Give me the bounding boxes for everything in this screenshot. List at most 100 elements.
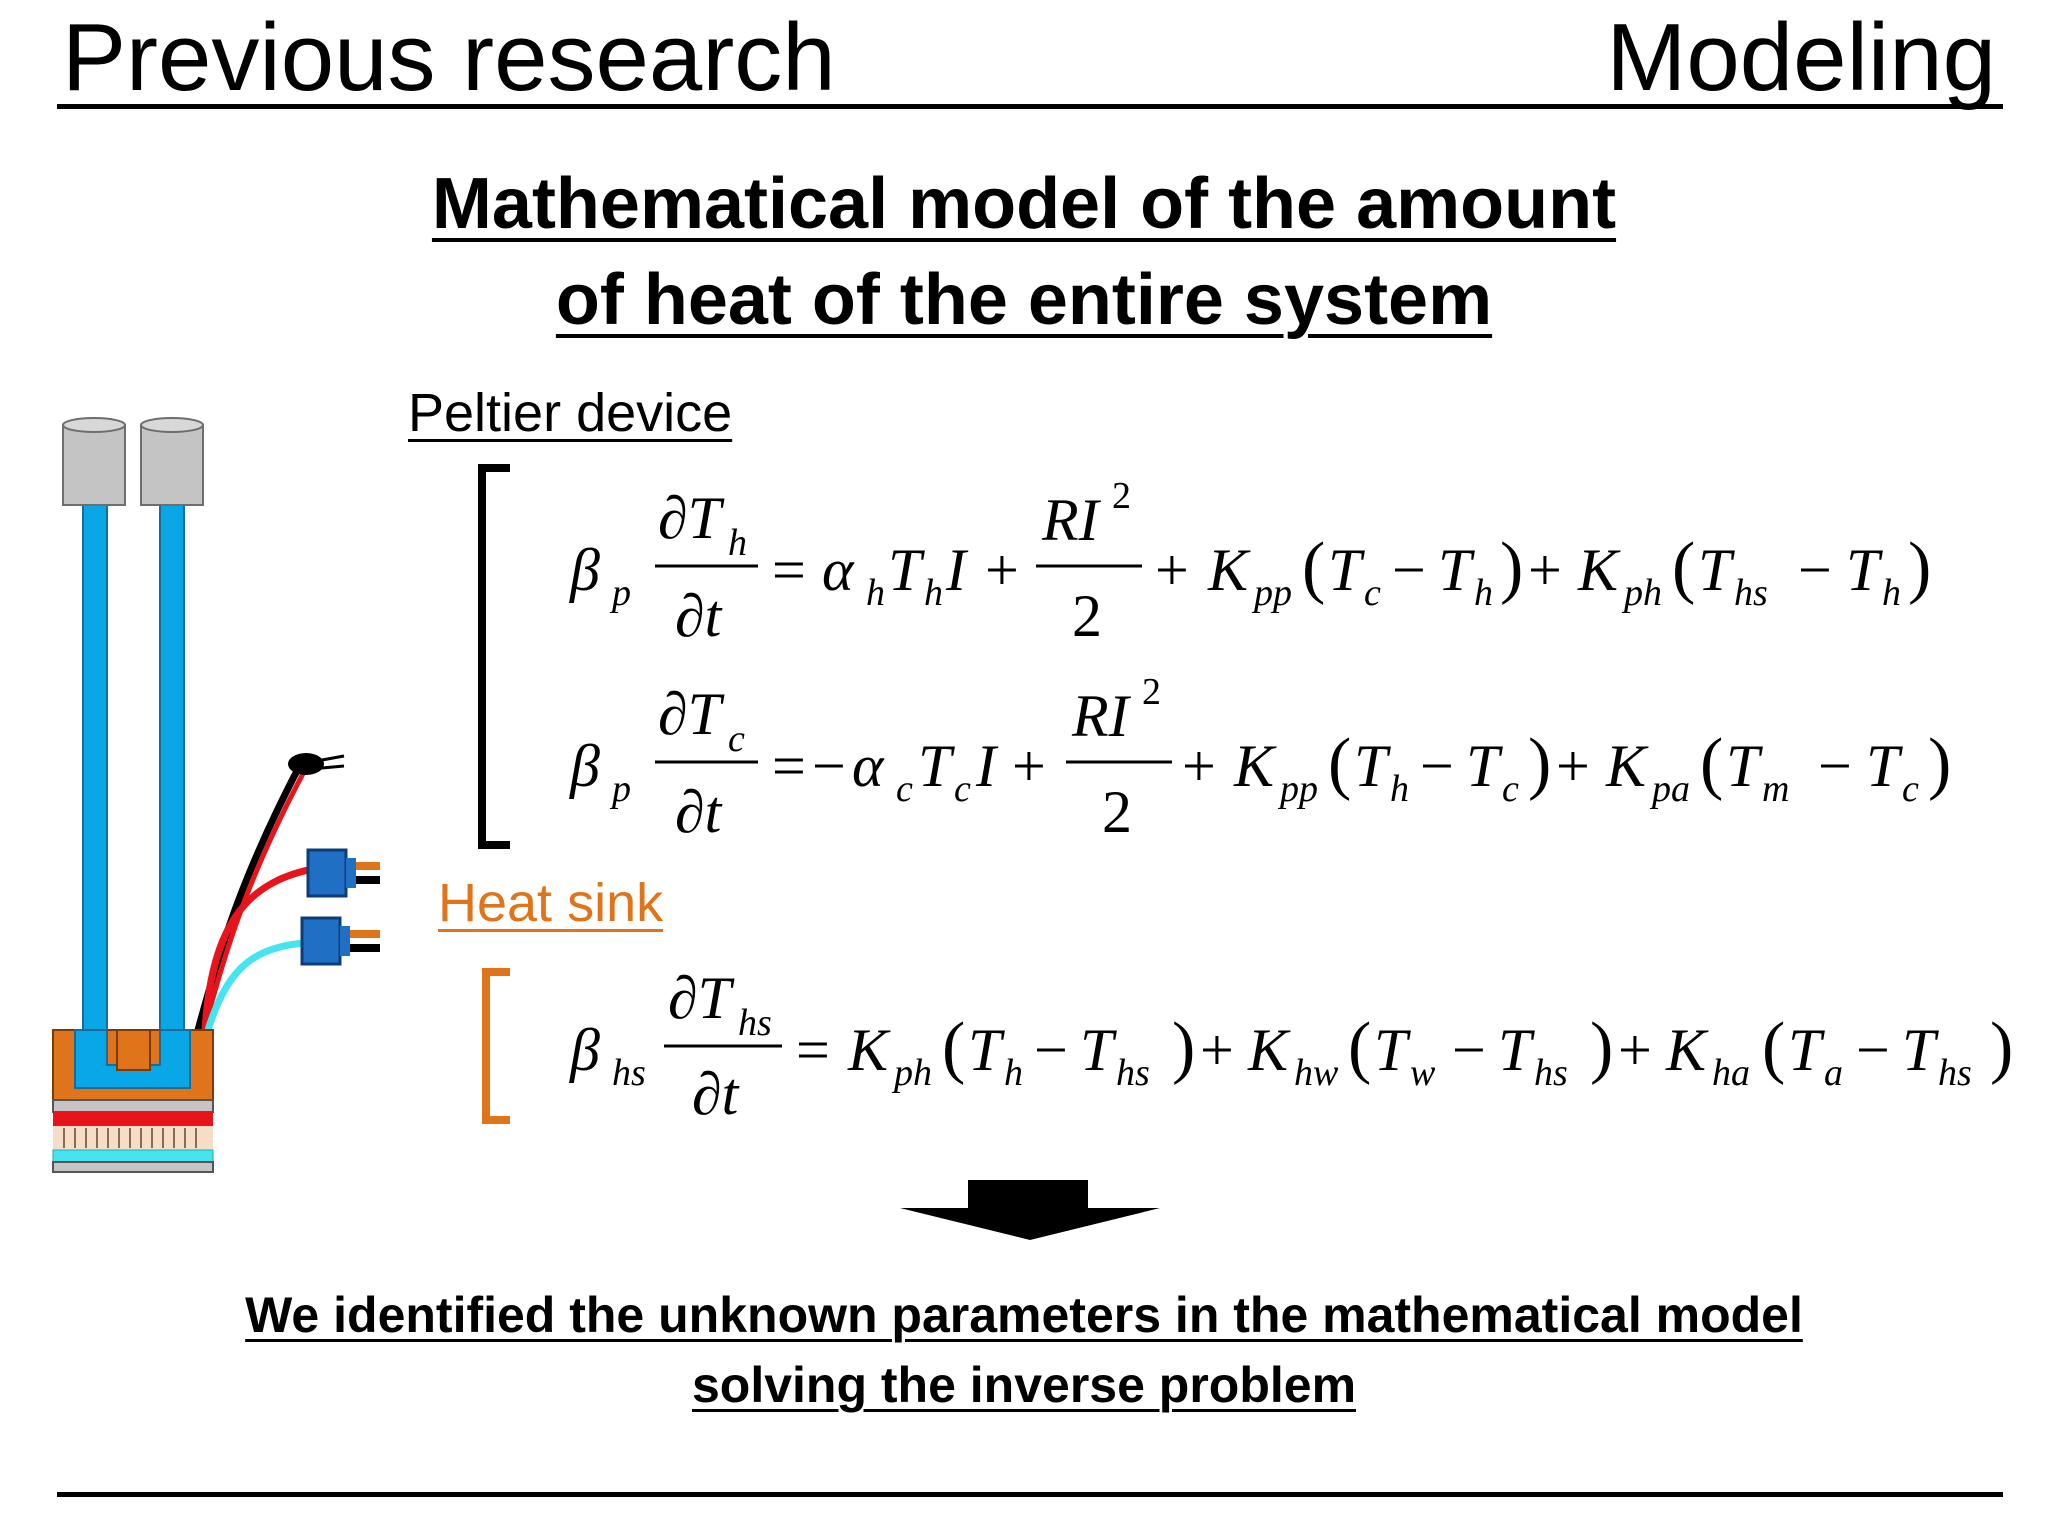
svg-text:K: K — [1207, 537, 1251, 603]
svg-text:T: T — [1846, 537, 1883, 603]
svg-text:∂T: ∂T — [658, 485, 725, 551]
thermistor-icon — [288, 753, 324, 775]
svg-text:+: + — [1012, 733, 1046, 799]
heat-sink-label: Heat sink — [438, 873, 664, 933]
svg-text:(: ( — [1672, 529, 1695, 606]
svg-text:w: w — [1410, 1052, 1436, 1094]
svg-text:(: ( — [942, 1009, 965, 1086]
connector-bottom-icon — [300, 916, 380, 966]
heatsink-bracket — [482, 968, 510, 1124]
svg-text:K: K — [1233, 733, 1277, 799]
svg-text:T: T — [1902, 1017, 1939, 1083]
peltier-elements — [53, 1126, 213, 1150]
svg-text:): ) — [1590, 1009, 1613, 1086]
svg-text:K: K — [847, 1017, 891, 1083]
down-arrow-icon — [900, 1180, 1160, 1240]
svg-text:p: p — [609, 768, 631, 810]
svg-text:): ) — [1528, 725, 1551, 802]
svg-text:α: α — [822, 537, 855, 603]
svg-text:+: + — [1556, 733, 1590, 799]
svg-text:ph: ph — [891, 1052, 932, 1094]
svg-text:h: h — [728, 522, 747, 564]
conclusion-line2: solving the inverse problem — [691, 1357, 1357, 1413]
svg-text:2: 2 — [1112, 475, 1131, 517]
svg-text:h: h — [1474, 572, 1493, 614]
header-title-right: Modeling — [1606, 4, 1996, 111]
svg-text:T: T — [888, 537, 925, 603]
svg-text:(: ( — [1700, 725, 1723, 802]
cap-left-icon — [62, 417, 126, 506]
svg-text:=: = — [772, 733, 806, 799]
svg-text:m: m — [1762, 768, 1789, 810]
svg-text:K: K — [1247, 1017, 1291, 1083]
svg-text:ha: ha — [1712, 1052, 1750, 1094]
svg-text:+: + — [1155, 537, 1189, 603]
svg-text:∂T: ∂T — [668, 965, 735, 1031]
svg-text:+: + — [1618, 1017, 1652, 1083]
peltier-bracket — [478, 464, 510, 849]
svg-text:=: = — [796, 1017, 830, 1083]
svg-text:a: a — [1824, 1052, 1843, 1094]
svg-text:): ) — [1928, 725, 1951, 802]
svg-text:T: T — [1498, 1017, 1535, 1083]
svg-text:c: c — [954, 768, 971, 810]
svg-text:−: − — [1420, 733, 1454, 799]
connector-top-icon — [306, 848, 380, 898]
svg-text:RI: RI — [1041, 487, 1102, 553]
svg-text:T: T — [1866, 733, 1903, 799]
svg-text:β: β — [569, 733, 600, 799]
svg-text:∂T: ∂T — [658, 681, 725, 747]
svg-text:+: + — [985, 537, 1019, 603]
svg-text:c: c — [896, 768, 913, 810]
svg-text:T: T — [1374, 1017, 1411, 1083]
red-wire — [201, 864, 319, 1031]
svg-text:T: T — [1466, 733, 1503, 799]
svg-text:h: h — [1390, 768, 1409, 810]
svg-text:+: + — [1182, 733, 1216, 799]
svg-text:(: ( — [1762, 1009, 1785, 1086]
svg-text:RI: RI — [1071, 683, 1132, 749]
svg-text:hs: hs — [1938, 1052, 1972, 1094]
conclusion-line1: We identified the unknown parameters in … — [245, 1287, 1803, 1343]
svg-text:2: 2 — [1142, 671, 1161, 713]
svg-text:h: h — [1004, 1052, 1023, 1094]
svg-text:hs: hs — [1734, 572, 1768, 614]
cap-right-icon — [140, 417, 204, 506]
svg-text:(: ( — [1348, 1009, 1371, 1086]
svg-text:I: I — [945, 537, 969, 603]
svg-text:): ) — [1908, 529, 1931, 606]
svg-text:T: T — [1698, 537, 1735, 603]
svg-text:T: T — [1726, 733, 1763, 799]
svg-text:h: h — [866, 572, 885, 614]
svg-text:ph: ph — [1621, 572, 1662, 614]
footer-divider — [57, 1492, 2003, 1497]
svg-text:): ) — [1990, 1009, 2013, 1086]
svg-text:(: ( — [1328, 725, 1351, 802]
svg-text:∂t: ∂t — [692, 1061, 740, 1127]
svg-text:+: + — [1528, 537, 1562, 603]
svg-text:+: + — [1200, 1017, 1234, 1083]
svg-text:hs: hs — [612, 1052, 646, 1094]
conclusion-text: We identified the unknown parameters in … — [0, 1280, 2048, 1420]
svg-text:(: ( — [1302, 529, 1325, 606]
svg-text:−: − — [1856, 1017, 1890, 1083]
svg-text:T: T — [1328, 537, 1365, 603]
svg-text:2: 2 — [1102, 779, 1132, 845]
slide-title-line1: Mathematical model of the amount — [431, 164, 1617, 244]
svg-text:pp: pp — [1251, 572, 1292, 614]
block-channel — [74, 1029, 191, 1089]
svg-text:I: I — [975, 733, 999, 799]
svg-text:=: = — [772, 537, 806, 603]
svg-text:T: T — [968, 1017, 1005, 1083]
svg-text:K: K — [1577, 537, 1621, 603]
svg-text:c: c — [728, 718, 745, 760]
svg-text:): ) — [1172, 1009, 1195, 1086]
svg-text:T: T — [1438, 537, 1475, 603]
svg-text:h: h — [924, 572, 943, 614]
red-plate — [53, 1112, 213, 1126]
svg-text:h: h — [1882, 572, 1901, 614]
